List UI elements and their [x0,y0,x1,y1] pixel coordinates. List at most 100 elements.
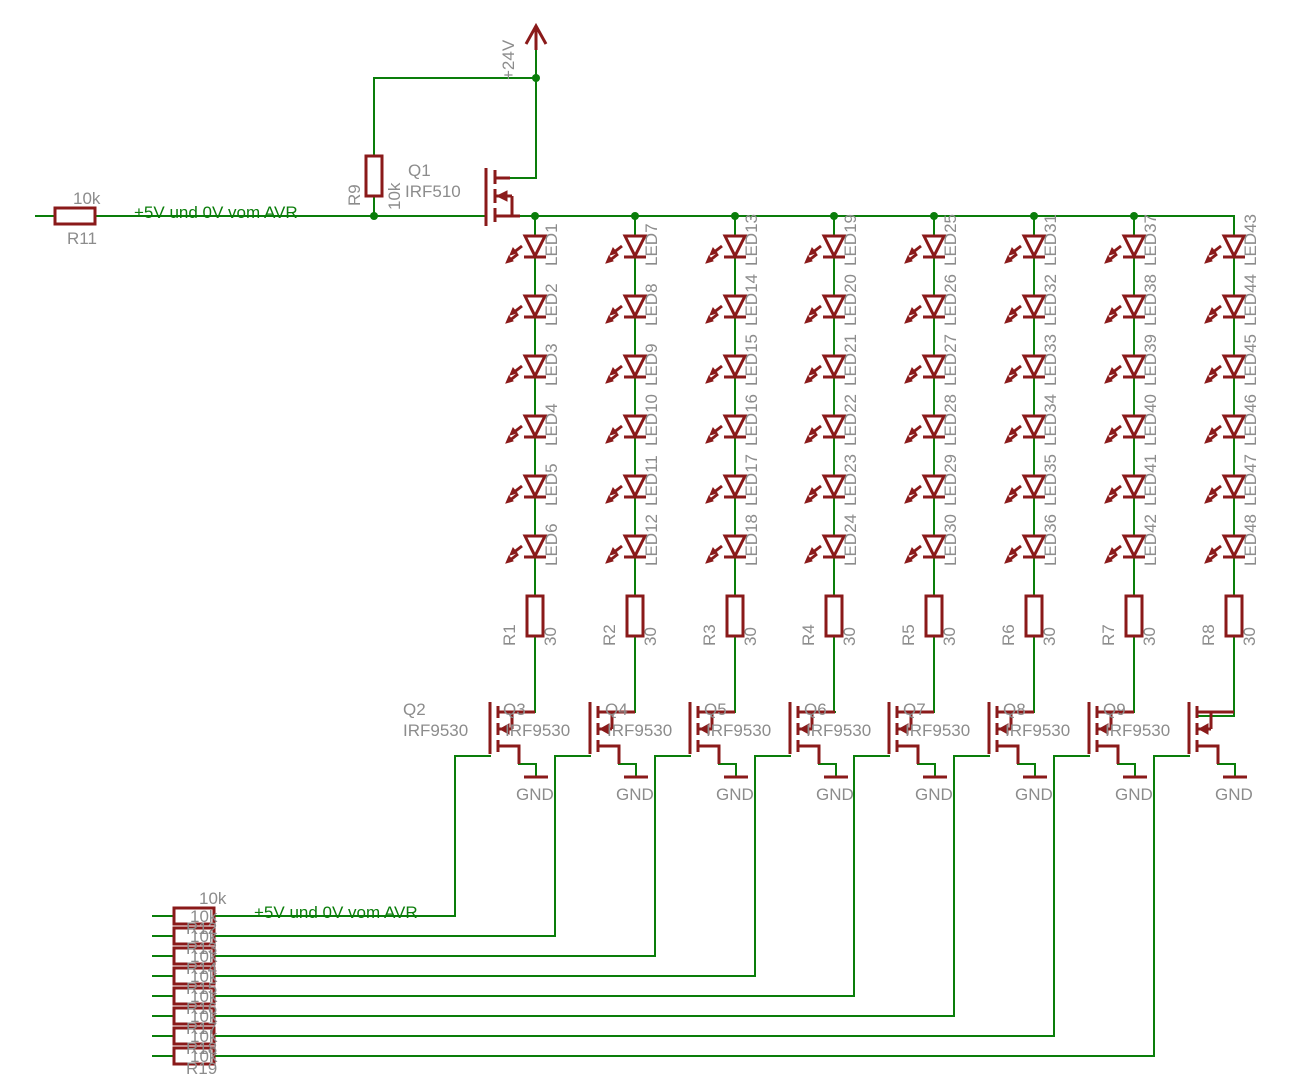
resistor-name: R8 [1199,624,1218,646]
drain-to-ground [718,763,737,777]
led-label: LED41 [1141,454,1160,506]
led-symbol [804,474,847,504]
led-triangle [921,294,947,320]
led-arrowhead [1008,247,1017,256]
gate-net-wire [215,755,855,997]
led-arrowhead [1104,255,1113,264]
gate-resistor-value: 10k [190,907,218,926]
led-symbol [1204,474,1247,504]
transistor-name: Q4 [605,700,628,719]
led-symbol [1004,234,1047,264]
resistor-value: 30 [541,627,560,646]
led-arrowhead [609,307,618,316]
mosfet-symbol [887,702,934,764]
gate-net-wire [215,755,556,937]
transistor-part: IRF9530 [905,721,970,740]
led-arrowhead [1204,255,1213,264]
led-arrowhead [605,315,614,324]
led-arrowhead [804,495,813,504]
led-arrowhead [908,367,917,376]
led-symbol [1004,414,1047,444]
led-label: LED23 [841,454,860,506]
led-arrowhead [808,547,817,556]
gate-resistor-name: R19 [186,1059,217,1078]
led-triangle [722,474,748,500]
resistor-to-source [833,635,836,713]
resistor-name: R4 [799,624,818,646]
led-symbol [505,414,548,444]
led-triangle [622,534,648,560]
led-label: LED31 [1041,214,1060,266]
led-triangle [522,354,548,380]
transistor-part: IRF9530 [806,721,871,740]
led-triangle [522,474,548,500]
resistor-body [625,594,645,638]
q1-body-arrow [495,190,508,202]
led-arrowhead [505,555,514,564]
led-arrowhead [709,487,718,496]
led-symbol [804,534,847,564]
led-arrowhead [709,547,718,556]
led-arrowhead [605,375,614,384]
resistor-value: 30 [1240,627,1259,646]
led-label: LED5 [542,463,561,506]
led-arrowhead [1004,495,1013,504]
led-symbol [904,234,947,264]
gate-resistor-value: 10k [190,947,218,966]
led-arrowhead [1104,375,1113,384]
led-symbol [505,354,548,384]
gate-resistor-value: 10k [190,927,218,946]
led-triangle [722,234,748,260]
resistor-body [924,594,944,638]
drain-to-ground [1017,763,1036,777]
led-triangle [1121,534,1147,560]
transistor-name: Q5 [704,700,727,719]
wires [35,49,1236,1057]
led-label: LED16 [742,394,761,446]
led-label: LED47 [1241,454,1260,506]
gate-resistor-body [172,986,216,1006]
led-symbol [804,354,847,384]
led-arrowhead [609,547,618,556]
led-triangle [622,354,648,380]
drain-to-ground [618,763,637,777]
led-arrowhead [509,367,518,376]
led-label: LED15 [742,334,761,386]
gate-net-wire [215,755,1155,1057]
led-arrowhead [908,547,917,556]
led-arrowhead [1104,435,1113,444]
led-triangle [1121,234,1147,260]
led-arrowhead [1104,555,1113,564]
led-arrowhead [705,375,714,384]
drain-lead [997,744,1020,764]
led-label: LED3 [542,343,561,386]
led-arrowhead [808,367,817,376]
led-arrowhead [904,255,913,264]
resistor-name: R6 [999,624,1018,646]
drain-lead [798,744,821,764]
led-arrowhead [509,307,518,316]
led-symbol [705,234,748,264]
led-arrowhead [705,495,714,504]
led-symbol [804,414,847,444]
led-label: LED20 [841,274,860,326]
led-triangle [622,474,648,500]
led-symbol [705,294,748,324]
led-arrowhead [605,495,614,504]
led-triangle [722,354,748,380]
led-arrowhead [1008,367,1017,376]
led-arrowhead [1208,247,1217,256]
gate-resistor-value: 10k [190,967,218,986]
gate-resistor-body [172,926,216,946]
led-symbol [605,414,648,444]
ground-label: GND [616,785,654,804]
led-arrowhead [1108,547,1117,556]
resistor-name: R5 [899,624,918,646]
led-arrowhead [1108,307,1117,316]
led-arrowhead [1008,307,1017,316]
led-arrowhead [808,427,817,436]
led-symbol [605,294,648,324]
led-arrowhead [804,315,813,324]
led-arrowhead [1108,487,1117,496]
transistor-part: IRF9530 [1105,721,1170,740]
